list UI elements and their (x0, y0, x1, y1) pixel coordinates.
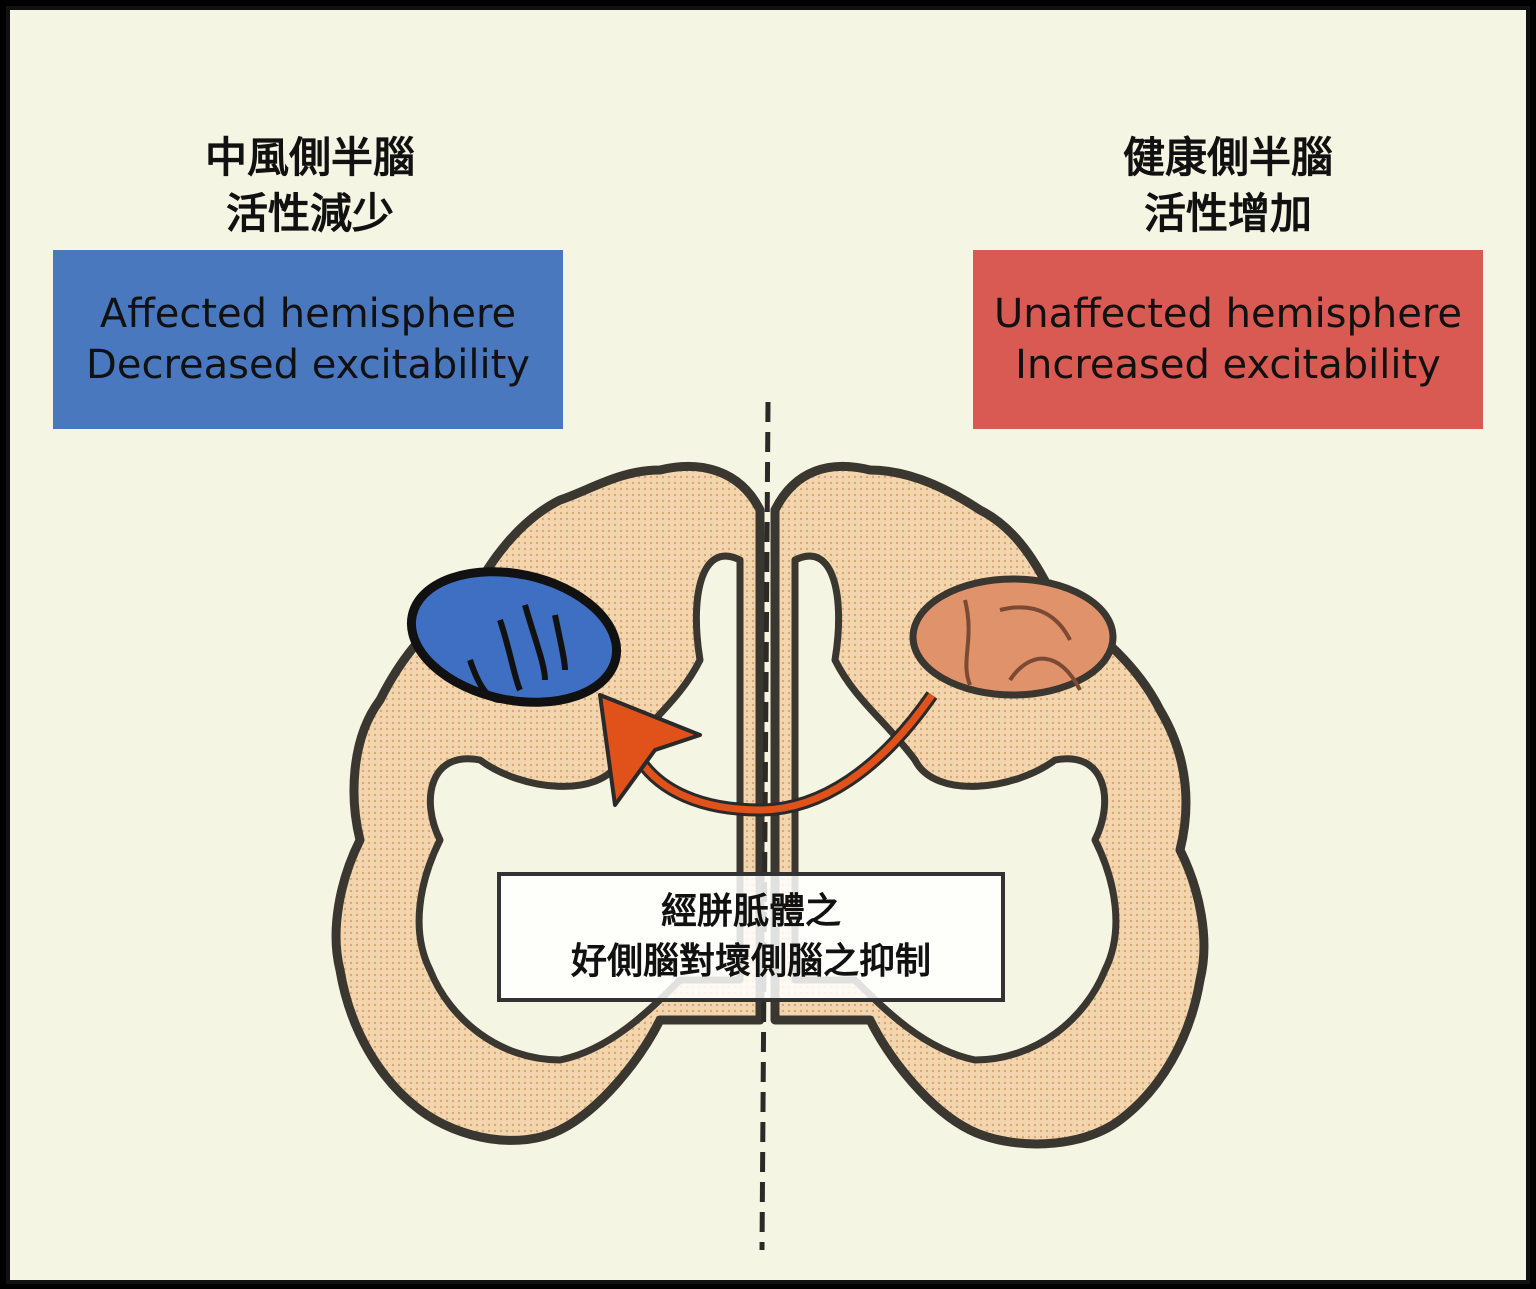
midline-dashed (759, 401, 771, 1251)
orange-region (909, 575, 1117, 699)
increased-label: Increased excitability (1015, 341, 1441, 388)
transcallosal-inhibition-label: 經胼胝體之 好側腦對壞側腦之抑制 (497, 872, 1005, 1002)
affected-hemisphere-box: Affected hemisphere Decreased excitabili… (53, 250, 563, 429)
left-heading-zh: 中風側半腦 活性減少 (150, 130, 470, 242)
left-heading-line2: 活性減少 (225, 189, 394, 238)
label-line1: 經胼胝體之 (660, 891, 841, 932)
decreased-label: Decreased excitability (86, 341, 530, 388)
unaffected-label: Unaffected hemisphere (993, 290, 1463, 337)
label-line2: 好側腦對壞側腦之抑制 (570, 941, 931, 982)
arrow-head-icon (598, 693, 702, 807)
right-heading-zh: 健康側半腦 活性增加 (1068, 130, 1388, 242)
affected-label: Affected hemisphere (99, 290, 517, 337)
blue-lesion-region (406, 567, 622, 707)
left-heading-line1: 中風側半腦 (204, 133, 415, 182)
right-heading-line2: 活性增加 (1143, 189, 1312, 238)
inhibition-arrow (598, 691, 938, 817)
unaffected-hemisphere-box: Unaffected hemisphere Increased excitabi… (973, 250, 1483, 429)
right-heading-line1: 健康側半腦 (1122, 133, 1333, 182)
